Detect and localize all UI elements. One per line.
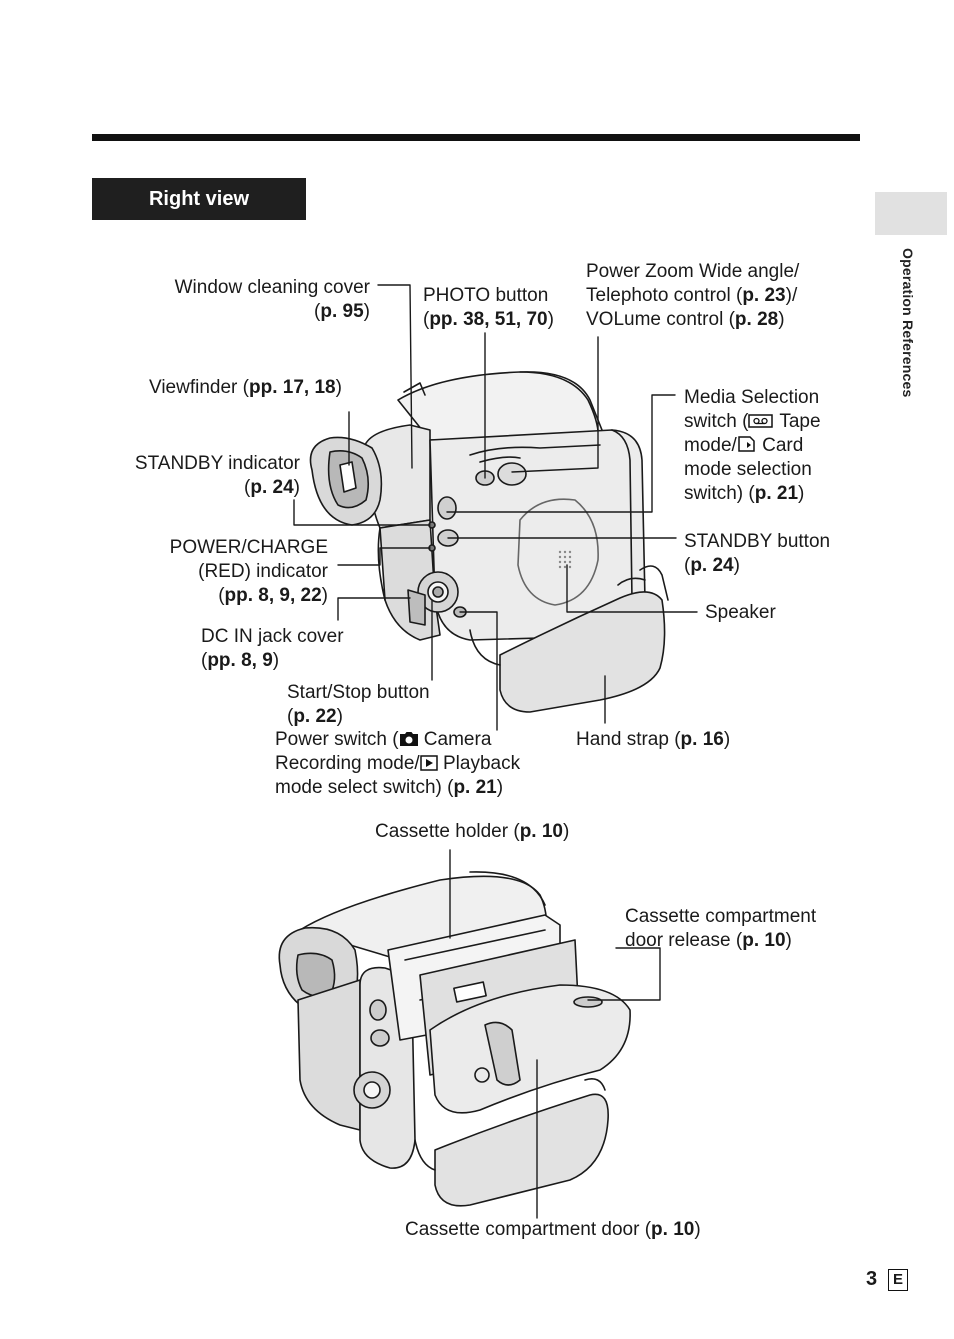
label-text: Cassette compartment	[625, 906, 817, 927]
side-tab-label: Operation References	[900, 248, 916, 398]
label-text: Power switch (	[275, 729, 399, 750]
ref-paren: (	[287, 706, 294, 727]
label-text: Power Zoom Wide angle/	[586, 261, 800, 282]
label-text: Telephoto control (	[586, 285, 743, 306]
ref-paren: )	[723, 729, 731, 750]
card-mode-icon	[738, 436, 755, 452]
label-text: Media Selection	[684, 387, 820, 408]
label-hand-strap: Hand strap (p. 16)	[576, 728, 730, 752]
page-ref: pp. 38, 51, 70	[429, 309, 548, 330]
label-text: )	[785, 930, 792, 951]
label-text: Viewfinder (	[149, 377, 249, 398]
language-mark: E	[888, 1269, 908, 1291]
camcorder-cassette-open-drawing	[278, 871, 631, 1207]
label-text: Hand strap (	[576, 729, 681, 750]
ref-paren: (	[314, 301, 321, 322]
ref-paren: )	[694, 1219, 701, 1240]
page-ref: pp. 17, 18	[248, 377, 336, 398]
label-text: VOLume control (	[586, 309, 735, 330]
page-ref: p. 10	[651, 1219, 695, 1240]
camcorder-right-view-drawing	[309, 371, 669, 713]
label-door-release: Cassette compartment door release (p. 10…	[625, 905, 816, 953]
label-text: Playback	[437, 753, 521, 774]
tape-mode-icon	[748, 414, 774, 428]
section-title: Right view	[92, 178, 306, 220]
page-ref: pp. 8, 9	[207, 650, 273, 671]
label-text: door release (	[625, 930, 743, 951]
page-ref: p. 10	[519, 821, 563, 842]
page-ref: p. 28	[734, 309, 779, 330]
label-text: mode select switch) (	[275, 777, 454, 798]
label-start-stop-button: Start/Stop button (p. 22)	[287, 681, 430, 729]
label-text: STANDBY indicator	[134, 453, 300, 474]
label-text: mode/	[684, 435, 737, 456]
page-ref: p. 10	[742, 930, 786, 951]
label-text: Tape	[774, 411, 821, 432]
ref-paren: )	[335, 377, 342, 398]
page-ref: p. 24	[690, 555, 734, 576]
page-ref: p. 23	[742, 285, 786, 306]
label-text: (RED) indicator	[198, 561, 328, 582]
page-number: 3	[866, 1268, 878, 1290]
label-power-zoom: Power Zoom Wide angle/ Telephoto control…	[586, 260, 799, 332]
label-text: )	[798, 483, 805, 504]
ref-paren: )	[272, 650, 280, 671]
page-ref: p. 22	[293, 706, 337, 727]
ref-paren: )	[321, 585, 328, 606]
label-text: Cassette holder (	[375, 821, 520, 842]
page-ref: pp. 8, 9, 22	[224, 585, 322, 606]
ref-paren: (	[218, 585, 225, 606]
label-text: )/	[785, 285, 798, 306]
ref-paren: )	[336, 706, 343, 727]
label-text: DC IN jack cover	[201, 626, 344, 647]
label-dc-in-jack-cover: DC IN jack cover (pp. 8, 9)	[201, 625, 344, 673]
label-media-selection: Media Selection switch ( Tape mode/ Card…	[684, 386, 821, 506]
label-text: POWER/CHARGE	[169, 537, 328, 558]
ref-paren: (	[244, 477, 251, 498]
label-standby-button: STANDBY button (p. 24)	[684, 530, 830, 578]
label-cassette-compartment-door: Cassette compartment door (p. 10)	[405, 1218, 701, 1242]
label-text: Camera	[418, 729, 492, 750]
ref-paren: )	[293, 477, 300, 498]
ref-paren: (	[684, 555, 691, 576]
camera-mode-icon	[399, 732, 418, 746]
side-tab-marker	[875, 192, 947, 235]
ref-paren: (	[201, 650, 208, 671]
ref-paren: (	[423, 309, 430, 330]
label-text: mode selection	[684, 459, 812, 480]
label-speaker: Speaker	[705, 601, 776, 625]
label-text: )	[778, 309, 785, 330]
ref-paren: )	[547, 309, 554, 330]
label-text: Card	[756, 435, 804, 456]
label-power-charge-indicator: POWER/CHARGE (RED) indicator (pp. 8, 9, …	[120, 536, 328, 608]
label-text: STANDBY button	[684, 531, 831, 552]
ref-paren: )	[563, 821, 570, 842]
page-ref: p. 21	[453, 777, 497, 798]
page-ref: p. 24	[250, 477, 294, 498]
page-ref: p. 95	[320, 301, 364, 322]
label-viewfinder: Viewfinder (pp. 17, 18)	[149, 376, 342, 400]
ref-paren: )	[363, 301, 370, 322]
label-text: switch (	[684, 411, 749, 432]
label-standby-indicator: STANDBY indicator (p. 24)	[90, 452, 300, 500]
label-text: switch) (	[684, 483, 755, 504]
label-text: PHOTO button	[423, 285, 549, 306]
leader-lines	[293, 284, 698, 1219]
label-text: Cassette compartment door (	[405, 1219, 652, 1240]
label-text: Speaker	[705, 602, 776, 623]
ref-paren: )	[733, 555, 740, 576]
label-photo-button: PHOTO button (pp. 38, 51, 70)	[423, 284, 554, 332]
page-ref: p. 16	[680, 729, 724, 750]
label-cassette-holder: Cassette holder (p. 10)	[375, 820, 569, 844]
playback-mode-icon	[419, 755, 438, 771]
label-window-cleaning-cover: Window cleaning cover (p. 95)	[120, 276, 370, 324]
page-ref: p. 21	[754, 483, 799, 504]
label-text: )	[496, 777, 504, 798]
label-text: Window cleaning cover	[174, 277, 370, 298]
header-rule	[92, 134, 860, 141]
label-text: Recording mode/	[275, 753, 420, 774]
label-power-switch: Power switch ( Camera Recording mode/ Pl…	[275, 728, 520, 800]
label-text: Start/Stop button	[287, 682, 430, 703]
